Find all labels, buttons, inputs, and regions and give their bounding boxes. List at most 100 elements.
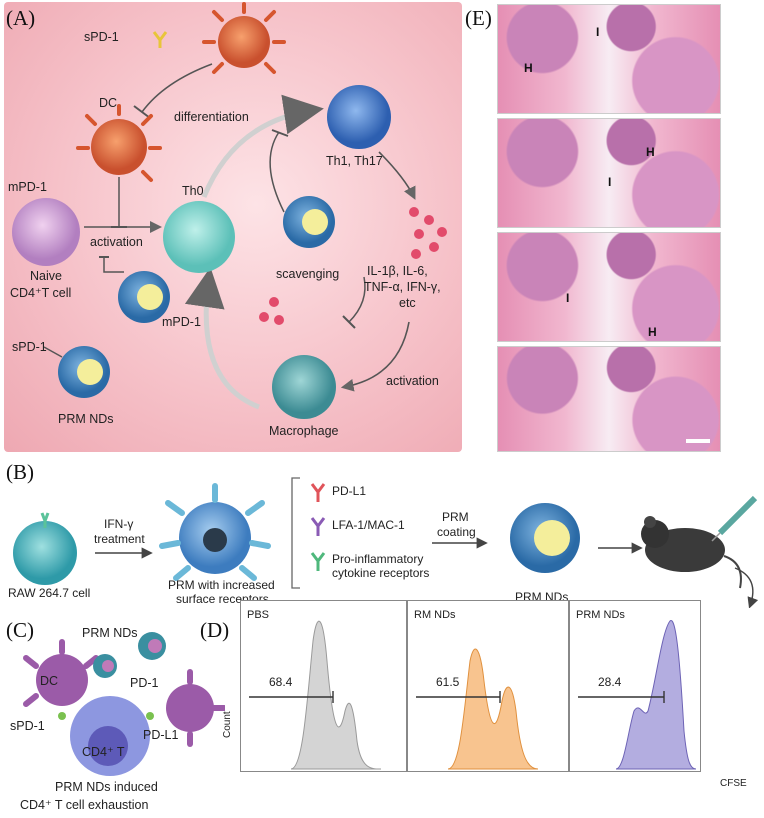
dc-cell-c [23,639,99,707]
macrophage-label: Macrophage [269,424,339,438]
scale-bar [686,439,710,443]
prm-cell [159,483,271,581]
prm-nd-c-1 [93,654,117,678]
cytokine-line-1: IL-1β, IL-6, [367,264,428,278]
facs-rm-plot [416,648,539,770]
macrophage-cell [272,355,336,419]
cd4-c-label: CD4⁺ T [82,745,125,759]
injection-arrow [734,567,759,608]
facs-pbs-value: 68.4 [269,675,293,689]
count-axis-label: Count [222,711,233,738]
panel-a-diagram: sPD-1 DC differentiation Th1, Th17 mPD-1… [4,2,462,452]
histology-image-1: I H [497,4,721,114]
cytokine-dots [259,207,447,325]
cfse-axis-label: CFSE [720,778,747,789]
hist-1-label-a: I [596,25,600,39]
dc-cell [76,104,162,182]
prm-nds-label: PRM NDs [58,412,114,426]
pdl1-c-label: PD-L1 [143,728,179,742]
coating-line-1: PRM [442,510,469,524]
activation-right-label: activation [386,374,439,388]
prm-nd-bottom [58,346,110,398]
hist-2-label-a: H [646,145,655,159]
ifn-line-1: IFN-γ [104,517,134,531]
dc-label: DC [99,96,118,110]
raw-cell-label: RAW 264.7 cell [8,586,91,600]
legend-lfa1: LFA-1/MAC-1 [332,518,405,532]
spd1-molecule [152,31,168,48]
cd4t-label: CD4⁺T cell [10,286,72,300]
panel-b-label: (B) [6,460,34,484]
ifn-line-2: treatment [94,532,145,546]
naive-cd4-t-cell [12,198,80,266]
mpd1-bottom-label: mPD-1 [162,315,201,329]
histology-image-2: H I [497,118,721,228]
facs-pbs: PBS 68.4 [240,600,407,772]
raw-cell [13,512,77,585]
cd4-t-cell [70,696,150,776]
panel-c-label: (C) [6,618,34,642]
facs-rm-nds: RM NDs 61.5 [407,600,569,772]
scavenging-label: scavenging [276,267,340,281]
histology-image-4 [497,346,721,452]
legend-cytokine-2: cytokine receptors [332,566,430,580]
panel-e-label: (E) [465,6,492,30]
coating-line-2: coating [437,525,476,539]
panel-e-histology: I H H I I H [497,4,721,452]
hist-2-label-b: I [608,175,612,189]
arrow-activation-macrophage [340,321,410,392]
hist-3-label-a: I [566,291,570,305]
naive-label: Naive [30,269,62,283]
panel-a-art [12,2,447,419]
facs-pbs-plot [249,620,382,770]
legend-pd-l1: PD-L1 [332,484,367,498]
facs-pbs-title: PBS [247,609,270,621]
facs-prm-plot [578,620,697,770]
spd1-dot [58,712,66,720]
prm-nd-center [118,271,170,323]
th0-label: Th0 [182,184,204,198]
spd1-top-label: sPD-1 [84,30,119,44]
panel-b-art [13,477,759,608]
dc-c-label: DC [40,674,59,688]
prm-nds-particle [510,503,580,573]
prm-nd-scavenging [283,196,335,248]
pd1-c-label: PD-1 [130,676,159,690]
facs-prm-value: 28.4 [598,675,622,689]
mouse-icon [641,516,742,589]
th0-cell [163,201,235,273]
pd-l1-icon [310,483,326,502]
prm-nd-c-2 [138,632,166,660]
cytokine-line-2: TNF-α, IFN-γ, [364,280,441,294]
hist-3-label-b: H [648,325,657,339]
facs-rm-value: 61.5 [436,675,460,689]
th1-label: Th1, Th17 [326,154,383,168]
cytokine-receptor-icon [310,552,326,571]
differentiation-label: differentiation [174,110,249,124]
caption-c-1: PRM NDs induced [55,780,158,794]
panel-c-art [23,632,225,776]
facs-prm-title: PRM NDs [576,609,625,621]
arrow-th0-to-th1 [201,94,324,198]
spd1-bottom-label: sPD-1 [12,340,47,354]
facs-prm-nds: PRM NDs 28.4 [569,600,701,772]
th1-th17-cell [327,85,391,149]
spd1-c-label: sPD-1 [10,719,45,733]
lfa1-mac1-icon [310,517,326,536]
arrow-th1-to-cytokines [378,151,416,200]
prm-line-1: PRM with increased [168,578,275,592]
panel-a-label: (A) [6,6,36,30]
pd-l1-dot [146,712,154,720]
dc-cell-top [202,2,286,74]
legend-cytokine-1: Pro-inflammatory [332,552,424,566]
activation-left-label: activation [90,235,143,249]
syringe-icon [711,495,758,542]
hist-1-label-b: H [524,61,533,75]
mpd1-left-label: mPD-1 [8,180,47,194]
caption-c-2: CD4⁺ T cell exhaustion [20,798,149,812]
prm-nds-c-label: PRM NDs [82,626,138,640]
arrow-macrophage-to-th0 [184,267,260,410]
facs-rm-title: RM NDs [414,609,456,621]
panel-d-label: (D) [200,618,230,642]
dc-cell-c-right [166,669,225,747]
